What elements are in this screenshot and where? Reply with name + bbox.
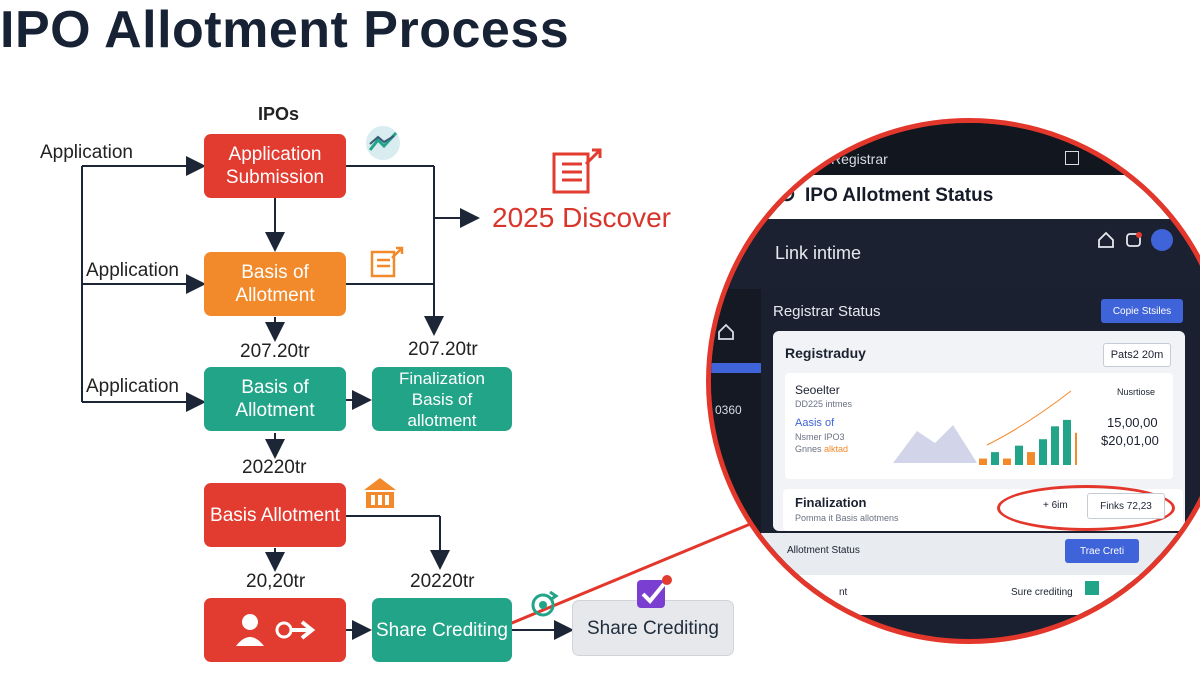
summary-subtitle: DD225 intmes xyxy=(795,399,853,409)
home-icon[interactable] xyxy=(1097,231,1115,249)
basis-of-allotment-box-1: Basis of Allotment xyxy=(204,252,346,316)
summary-line-3: Nsmer IPO3 xyxy=(795,432,845,442)
chart-bar xyxy=(991,452,999,465)
share-crediting-box: Share Crediting xyxy=(372,598,512,662)
mini-bar-chart xyxy=(893,390,1077,465)
summary-link[interactable]: Aasis of xyxy=(795,417,835,429)
bottom-row xyxy=(791,575,1187,615)
search-icon[interactable] xyxy=(775,185,797,207)
card-badge[interactable]: Pats2 20m xyxy=(1103,343,1171,367)
application-submission-box: Application Submission xyxy=(204,134,346,198)
application-label-1: Application xyxy=(40,142,133,163)
browser-tab-label[interactable]: Registrar xyxy=(831,151,888,167)
basis-allotment-box: Basis Allotment xyxy=(204,483,346,547)
sidebar-number[interactable]: 0360 xyxy=(715,403,742,417)
finalization-mid-text: + 6im xyxy=(1043,500,1068,511)
chart-bar xyxy=(979,458,987,465)
refresh-icon xyxy=(531,590,559,617)
registrar-card-title: Registraduy xyxy=(785,345,866,361)
brand-name: Link intime xyxy=(775,243,862,263)
avatar[interactable] xyxy=(1151,229,1173,251)
highlight-ring xyxy=(997,485,1175,531)
ipos-label: IPOs xyxy=(258,104,300,124)
magnified-app-view: Registrar IPO Allotment Status Link inti… xyxy=(706,118,1200,644)
amount-label-2: 207.20tr xyxy=(408,339,478,360)
chart-bar xyxy=(1075,432,1077,465)
investor-transfer-box xyxy=(204,598,346,662)
amount-label-4: 20,20tr xyxy=(246,571,306,592)
app-header-title: IPO Allotment Status xyxy=(805,185,994,206)
sidebar-active-indicator xyxy=(711,363,761,373)
chart-bar xyxy=(1003,458,1011,465)
allotment-action-button[interactable]: Trae Creti xyxy=(1065,539,1139,563)
brand-bar xyxy=(711,219,1200,289)
value-1: 15,00,00 xyxy=(1107,415,1158,430)
value-2: $20,01,00 xyxy=(1101,433,1159,448)
finalization-title: Finalization xyxy=(795,495,867,510)
finalization-subtitle: Pomma it Basis allotmens xyxy=(795,513,899,523)
document-chart-icon xyxy=(552,148,602,194)
amount-label-1: 207.20tr xyxy=(240,341,310,362)
bottom-left-text: nt xyxy=(839,587,848,598)
chart-bar xyxy=(1039,439,1047,465)
chart-bar xyxy=(1051,426,1059,465)
checkbox-icon xyxy=(637,575,672,608)
chart-bar xyxy=(1015,445,1023,465)
application-label-2: Application xyxy=(86,260,179,281)
summary-title: Seoelter xyxy=(795,383,840,397)
bank-icon xyxy=(364,478,396,508)
bottom-right-text: Sure crediting xyxy=(1011,587,1073,598)
value-label: Nusrtiose xyxy=(1117,387,1156,397)
tab-window-icon[interactable] xyxy=(1065,151,1079,165)
application-label-3: Application xyxy=(86,376,179,397)
amount-label-5: 20220tr xyxy=(410,571,475,592)
basis-of-allotment-box-2: Basis of Allotment xyxy=(204,367,346,431)
status-indicator xyxy=(1085,581,1099,595)
notification-icon[interactable] xyxy=(1125,231,1143,249)
summary-line-4: Gnnes alktad xyxy=(795,444,849,454)
sidebar-home-icon[interactable] xyxy=(717,323,735,341)
orange-document-icon xyxy=(370,246,404,278)
sidebar xyxy=(711,289,761,639)
trend-line xyxy=(986,390,1072,446)
investor-transfer-icon xyxy=(236,614,316,646)
chart-bar xyxy=(1063,419,1071,465)
discover-text: 2025 Discover xyxy=(492,202,671,233)
browser-tab-bar xyxy=(711,123,1200,175)
finalization-box: Finalization Basis of allotment xyxy=(372,367,512,431)
section-action-button[interactable]: Copie Stsiles xyxy=(1101,299,1183,323)
section-title: Registrar Status xyxy=(773,303,881,320)
chart-background-shape xyxy=(893,425,977,463)
growth-chart-icon xyxy=(366,126,400,160)
finalization-date-box[interactable]: Finks 72,23 xyxy=(1087,493,1165,519)
allotment-status-label: Allotment Status xyxy=(787,545,860,556)
chart-bar xyxy=(1027,452,1035,465)
page-title: IPO Allotment Process xyxy=(0,1,570,59)
amount-label-3: 20220tr xyxy=(242,457,307,478)
